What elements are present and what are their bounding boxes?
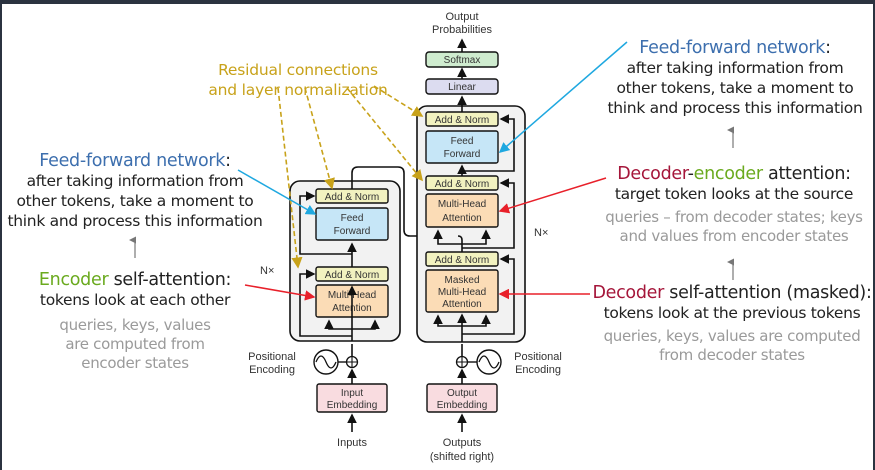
decoder-masked-self-attention (425, 269, 499, 313)
residual-arrow-4 (373, 85, 424, 117)
encoder-title-colored: Encoder (38, 270, 109, 290)
residual-arrow-3 (346, 87, 424, 182)
ffn-left-colon: : (225, 151, 231, 171)
encoder-gray-3: encoder states (81, 354, 189, 372)
output-embedding-label-1: Output (447, 388, 477, 399)
decoder-feed-forward-label-1: Feed (451, 136, 474, 147)
dec-enc-title-rest: attention: (762, 164, 851, 184)
ffn-right-title: Feed-forward network (639, 38, 826, 58)
encoder-feed-forward (315, 207, 389, 241)
inputs-label: Inputs (337, 437, 367, 449)
decoder-encoder-attention-annotation: Decoder-encoder attention: target token … (598, 164, 870, 246)
input-embedding-label-2: Embedding (327, 400, 378, 411)
ffn-right-pointer (498, 41, 628, 153)
input-embedding-block (316, 383, 388, 413)
encoder-input: Positional Encoding Input Embedding Inpu… (248, 344, 388, 449)
dec-enc-title-dash: - (687, 164, 694, 184)
residual-line-1: Residual connections (218, 61, 378, 79)
encoder-desc: tokens look at each other (39, 291, 231, 309)
encoder-add-norm-attention-label: Add & Norm (325, 270, 379, 281)
output-embedding-block (426, 383, 498, 413)
ffn-left-pointer (237, 169, 317, 215)
decoder-cross-attention-label-1: Multi-Head (438, 199, 486, 210)
dec-self-gray-2: from decoder states (659, 346, 805, 364)
residual-annotation: Residual connections and layer normaliza… (198, 60, 398, 100)
decoder-feed-forward-label-2: Forward (444, 149, 481, 160)
outputs-label: Outputs (443, 437, 482, 449)
decoder-cross-attention-label-2: Attention (442, 213, 481, 224)
output-embedding-label-2: Embedding (437, 400, 488, 411)
encoder-attention-pointer (244, 284, 316, 301)
transformer-diagram-canvas: Add & Norm Feed Forward Add & Norm Multi… (2, 4, 873, 470)
dec-enc-gray-2: and values from encoder states (619, 227, 849, 245)
dec-enc-title-part2: encoder (693, 164, 763, 184)
transformer-architecture-diagram: Add & Norm Feed Forward Add & Norm Multi… (129, 11, 735, 463)
residual-line-2: and layer normalization (208, 81, 388, 99)
decoder-add-norm-self-label: Add & Norm (435, 255, 489, 266)
softmax-label: Softmax (444, 55, 481, 66)
ffn-right-line-2: other tokens, take a moment to (616, 79, 854, 97)
encoder-gray-2: are computed from (65, 335, 205, 353)
decoder-nx-label: N× (534, 227, 548, 239)
residual-arrow-1 (277, 87, 303, 269)
output-head: Linear Softmax Output Probabilities (425, 11, 499, 112)
decoder-masked-label-3: Attention (442, 299, 481, 310)
decoder-input: Positional Encoding Output Embedding Out… (426, 344, 562, 463)
encoder-add-norm-ffn-label: Add & Norm (325, 192, 379, 203)
decoder-add-norm-ffn-label: Add & Norm (435, 115, 489, 126)
ffn-left-line-2: other tokens, take a moment to (16, 192, 254, 210)
decoder-encoder-attention-pointer (498, 177, 607, 214)
decoder-masked-label-1: Masked (444, 275, 479, 286)
dec-self-gray-1: queries, keys, values are computed (603, 327, 861, 345)
decoder-cross-attention (425, 193, 499, 228)
encoder-positional-label-1: Positional (248, 351, 296, 363)
output-probabilities-label-1: Output (445, 11, 478, 23)
dec-self-title-rest: self-attention (masked): (664, 283, 872, 303)
encoder-feed-forward-label-2: Forward (334, 226, 371, 237)
encoder-title-rest: self-attention: (108, 270, 232, 290)
encoder-positional-label-2: Encoding (249, 364, 295, 376)
decoder-positional-label-2: Encoding (515, 364, 561, 376)
input-embedding-label-1: Input (341, 388, 363, 399)
ffn-right-line-1: after taking information from (626, 59, 844, 77)
decoder-feed-forward (425, 130, 499, 164)
decoder-positional-label-1: Positional (514, 351, 562, 363)
dec-self-desc: tokens look at the previous tokens (603, 304, 861, 322)
linear-label: Linear (448, 82, 476, 93)
ffn-right-annotation: Feed-forward network: after taking infor… (600, 38, 870, 118)
residual-pointers (277, 85, 424, 269)
encoder-gray-1: queries, keys, values (59, 316, 211, 334)
decoder-stack: Add & Norm Feed Forward Add & Norm Multi… (416, 105, 548, 343)
dec-enc-gray-1: queries – from decoder states; keys (605, 208, 863, 226)
encoder-nx-label: N× (260, 265, 274, 277)
ffn-left-line-3: think and process this information (7, 212, 263, 230)
output-probabilities-label-2: Probabilities (432, 24, 492, 36)
decoder-self-attention-annotation: Decoder self-attention (masked): tokens … (592, 283, 872, 365)
ffn-left-line-1: after taking information from (26, 172, 244, 190)
dec-enc-title-part1: Decoder (617, 164, 688, 184)
residual-arrow-2 (304, 87, 335, 190)
decoder-masked-label-2: Multi-Head (438, 287, 486, 298)
dec-enc-desc: target token looks at the source (614, 185, 854, 203)
ffn-left-title: Feed-forward network (39, 151, 226, 171)
dec-self-title-colored: Decoder (592, 283, 664, 303)
ffn-left-annotation: Feed-forward network: after taking infor… (2, 151, 268, 231)
encoder-feed-forward-label-1: Feed (341, 213, 364, 224)
decoder-add-norm-cross-label: Add & Norm (435, 179, 489, 190)
outputs-shifted-label: (shifted right) (430, 451, 494, 463)
ffn-right-colon: : (825, 38, 831, 58)
encoder-self-attention-annotation: Encoder self-attention: tokens look at e… (2, 270, 268, 373)
encoder-stack: Add & Norm Feed Forward Add & Norm Multi… (260, 166, 462, 342)
ffn-right-line-3: think and process this information (607, 99, 863, 117)
